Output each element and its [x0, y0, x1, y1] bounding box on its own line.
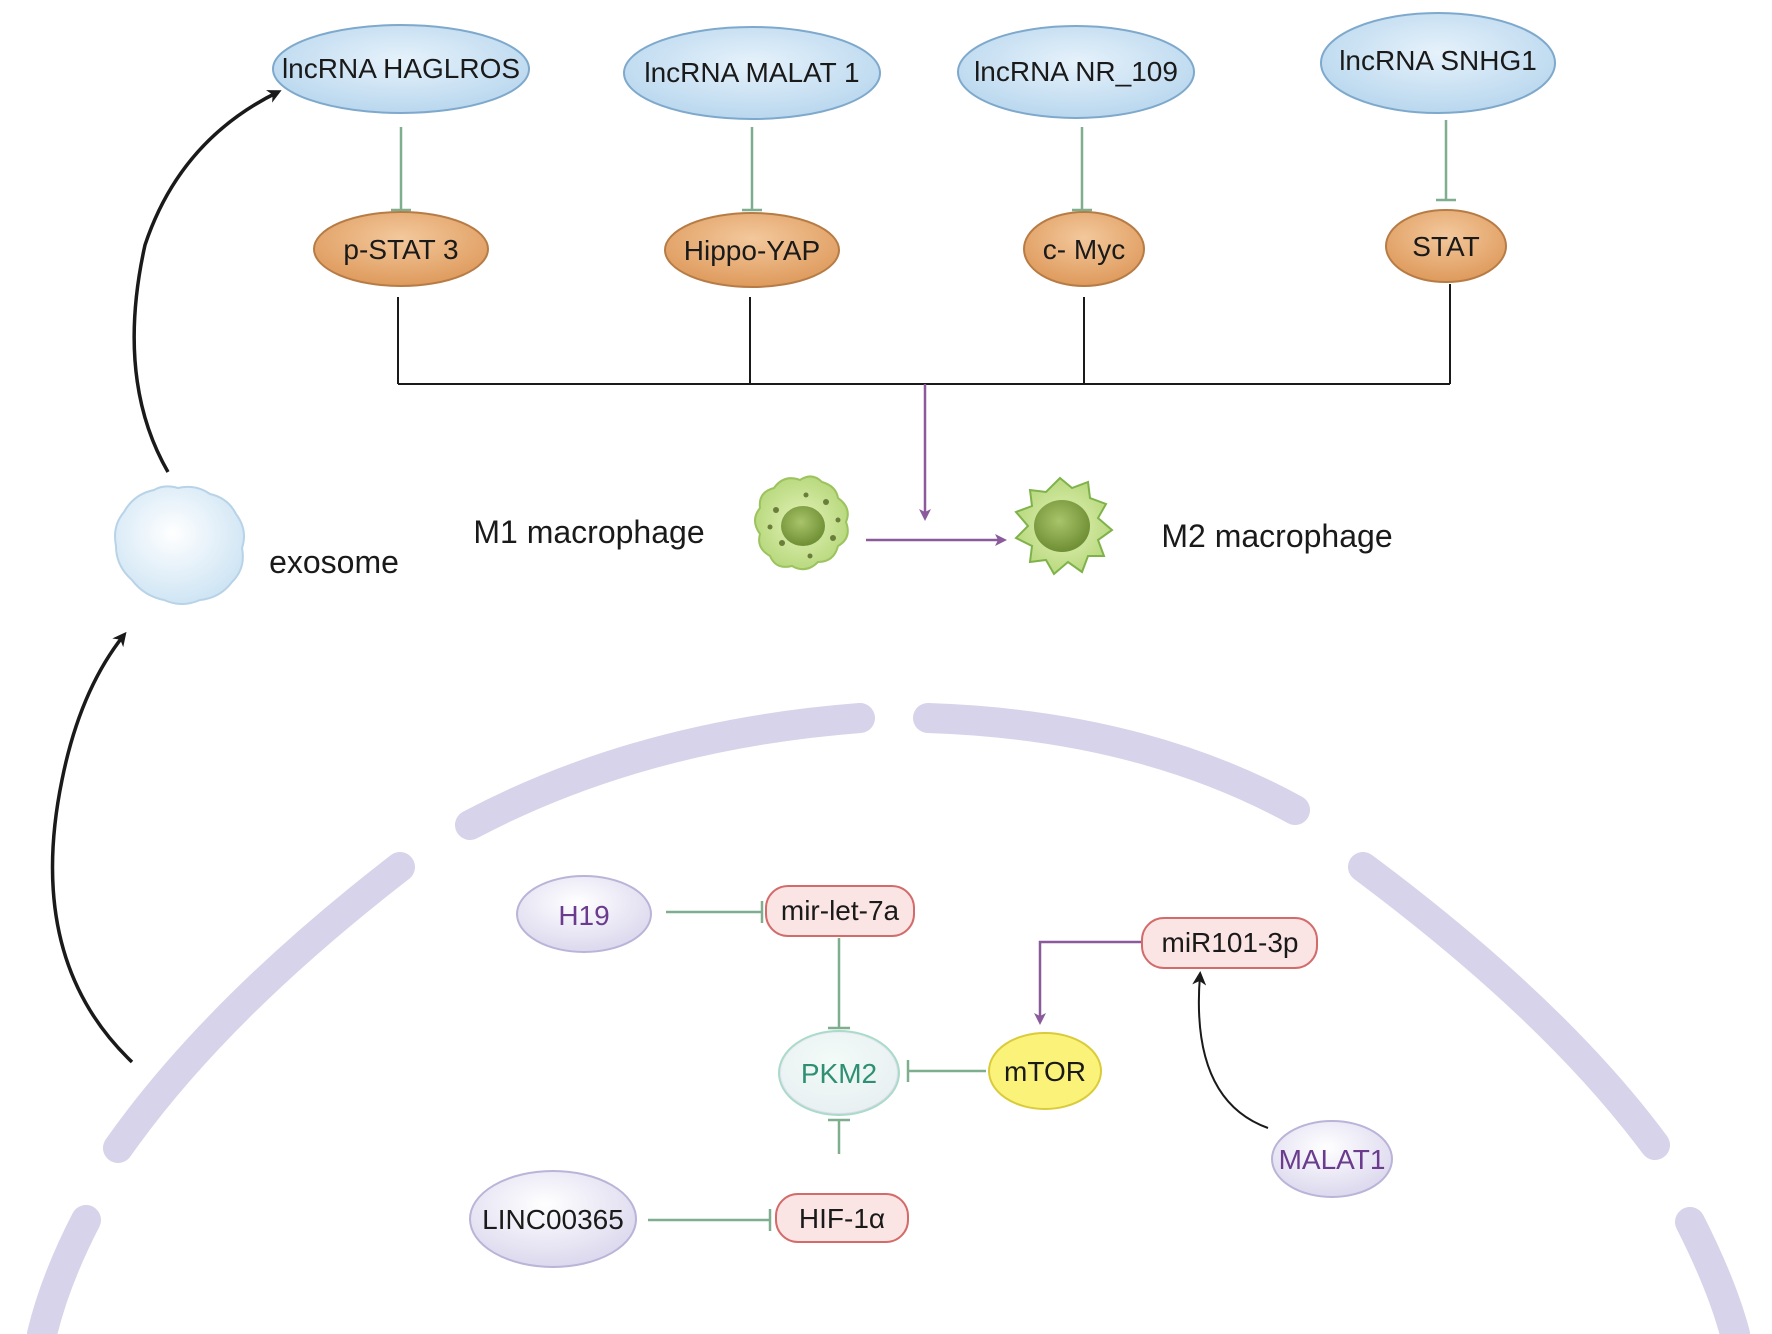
- target-hippo-yap-label: Hippo-YAP: [684, 235, 820, 266]
- top-inhibition-lines: [391, 120, 1456, 212]
- pkm2-label: PKM2: [801, 1058, 877, 1089]
- lncrna-haglros-label: lncRNA HAGLROS: [282, 53, 520, 84]
- h19-node: H19: [516, 875, 652, 953]
- hif1a-node: HIF-1α: [775, 1193, 909, 1243]
- exosome-icon: [114, 485, 245, 605]
- intracellular-inhibition-lines: [648, 901, 986, 1231]
- exosome-label: exosome: [269, 544, 399, 580]
- linc00365-node: LINC00365: [469, 1170, 637, 1268]
- lncrna-malat1-label: lncRNA MALAT 1: [644, 57, 859, 88]
- hif1a-label: HIF-1α: [799, 1203, 885, 1234]
- secretion-arrow-upper: [132, 90, 282, 473]
- target-cmyc-label: c- Myc: [1043, 234, 1125, 265]
- lncrna-snhg1-label: lncRNA SNHG1: [1339, 45, 1537, 76]
- target-pstat3-label: p-STAT 3: [343, 234, 458, 265]
- m2-macrophage-icon: [1014, 476, 1114, 576]
- mir101-3p-node: miR101-3p: [1141, 917, 1318, 969]
- mir101-to-mtor-arrow: [1034, 940, 1142, 1025]
- secretion-arrow-lower: [50, 631, 134, 1064]
- m2-macrophage-label: M2 macrophage: [1161, 518, 1392, 554]
- nuclear-membrane: [27, 703, 1750, 1334]
- target-pstat3-node: p-STAT 3: [313, 211, 489, 287]
- lncrna-malat1-node: lncRNA MALAT 1: [623, 26, 881, 120]
- lncrna-nr109-label: lncRNA NR_109: [974, 56, 1178, 87]
- mir101-3p-label: miR101-3p: [1162, 927, 1299, 958]
- target-cmyc-node: c- Myc: [1023, 211, 1145, 287]
- target-stat-node: STAT: [1385, 209, 1507, 283]
- target-stat-label: STAT: [1412, 231, 1479, 262]
- convergence-bracket: [397, 284, 1451, 385]
- mir-let7a-node: mir-let-7a: [765, 885, 915, 937]
- lncrna-snhg1-node: lncRNA SNHG1: [1320, 12, 1556, 114]
- malat1-node: MALAT1: [1271, 1120, 1393, 1198]
- malat1-to-mir101-arrow: [1192, 971, 1269, 1129]
- h19-label: H19: [558, 900, 609, 931]
- m1-macrophage-label: M1 macrophage: [473, 514, 704, 550]
- mir-let7a-label: mir-let-7a: [781, 895, 900, 926]
- pkm2-node: PKM2: [778, 1030, 900, 1116]
- lncrna-nr109-node: lncRNA NR_109: [957, 25, 1195, 119]
- lncrna-haglros-node: lncRNA HAGLROS: [272, 24, 530, 114]
- mtor-node: mTOR: [988, 1032, 1102, 1110]
- malat1-label: MALAT1: [1279, 1144, 1386, 1175]
- m1-macrophage-icon: [754, 475, 849, 571]
- mtor-label: mTOR: [1004, 1056, 1086, 1087]
- target-hippo-yap-node: Hippo-YAP: [664, 212, 840, 288]
- linc00365-label: LINC00365: [482, 1204, 624, 1235]
